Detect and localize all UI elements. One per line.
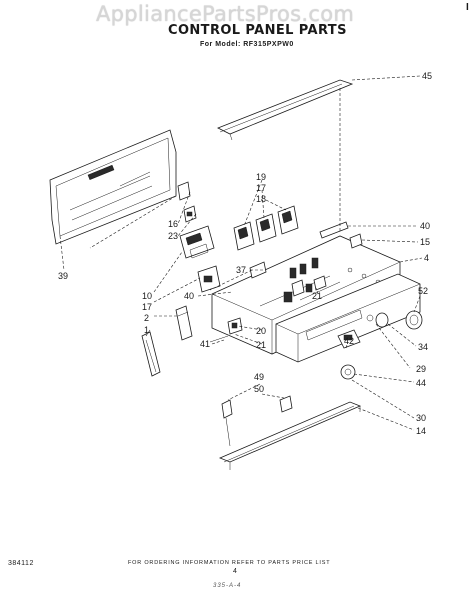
callout-50: 50 (254, 384, 264, 394)
edge-mark: I (466, 2, 469, 13)
callout-34: 34 (418, 342, 428, 352)
ordering-info-note: FOR ORDERING INFORMATION REFER TO PARTS … (128, 560, 331, 566)
callout-16: 16 (168, 219, 178, 229)
callout-20: 20 (256, 326, 266, 336)
callout-41: 41 (200, 339, 210, 349)
callout-37: 37 (236, 265, 246, 275)
part-14-lower-trim (218, 401, 362, 470)
callout-52: 52 (418, 286, 428, 296)
callout-18: 18 (256, 194, 266, 204)
part-20-terminal (227, 317, 243, 335)
callout-44: 44 (416, 378, 426, 388)
callout-19: 19 (256, 172, 266, 182)
watermark: AppliancePartsPros.com (96, 2, 355, 26)
part-2-clip (175, 305, 193, 341)
part-41-clip (209, 335, 229, 343)
page-number: 4 (233, 568, 237, 575)
part-45-trim-strip (217, 79, 354, 141)
part-23-bracket (183, 205, 197, 223)
part-17-switch-lower (197, 265, 221, 293)
diagram-title: CONTROL PANEL PARTS (168, 23, 347, 38)
part-42-knob-insert (337, 329, 361, 349)
callout-23: 23 (168, 231, 178, 241)
callout-42: 42 (344, 336, 354, 346)
part-18-switch-upper (255, 205, 299, 243)
part-49-screw (221, 399, 233, 447)
callout-1: 1 (144, 325, 149, 335)
part-40-rail (319, 221, 349, 239)
callout-10: 10 (142, 291, 152, 301)
callout-4: 4 (424, 253, 429, 263)
callout-39: 39 (58, 271, 68, 281)
callout-40a: 40 (420, 221, 430, 231)
part-52-knob (405, 310, 423, 330)
part-21-terminal (291, 275, 327, 297)
callout-45: 45 (422, 71, 432, 81)
part-15-clip (349, 233, 363, 249)
model-subtitle: For Model: RF315PXPW0 (200, 41, 294, 48)
callout-2: 2 (144, 313, 149, 323)
part-50-clip (279, 395, 293, 413)
callout-30: 30 (416, 413, 426, 423)
part-34-knob-skirt (375, 312, 389, 328)
callout-17a: 17 (256, 183, 266, 193)
part-19-switch-upper (233, 221, 255, 251)
part-front-control-panel (275, 273, 421, 363)
callout-17b: 17 (142, 302, 152, 312)
leader-lines (59, 75, 423, 431)
callout-labels: 45 19 17 18 40 15 16 23 4 39 37 52 10 17… (58, 71, 432, 436)
part-1-side-bracket (141, 331, 161, 377)
part-10-switch (179, 225, 215, 259)
part-39-rear-panel (49, 129, 177, 245)
document-code: 384112 (8, 560, 34, 567)
callout-29: 29 (416, 364, 426, 374)
part-44-knob (340, 364, 356, 380)
callout-14: 14 (416, 426, 426, 436)
handwritten-stamp: 335-A-4 (213, 583, 242, 589)
callout-49: 49 (254, 372, 264, 382)
callout-40b: 40 (184, 291, 194, 301)
callout-21a: 21 (312, 291, 322, 301)
callout-15: 15 (420, 237, 430, 247)
callout-21b: 21 (256, 340, 266, 350)
part-16-clip (177, 181, 191, 201)
